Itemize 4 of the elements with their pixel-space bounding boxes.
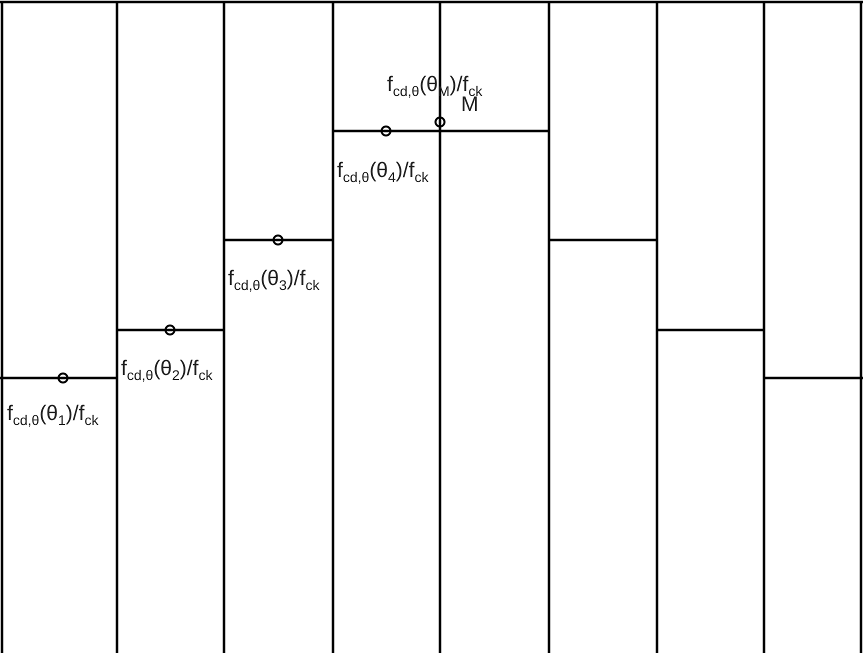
value-label: f$_{cd,θ}$(θ$_{1}$)/f$_{ck}$ xyxy=(7,403,98,428)
value-label: f$_{cd,θ}$(θ$_{2}$)/f$_{ck}$ xyxy=(121,358,212,382)
value-label: f$_{cd,θ}$(θ$_{3}$)/f$_{ck}$ xyxy=(228,268,320,292)
value-label: f$_{cd,θ}$(θ$_{4}$)/f$_{ck}$ xyxy=(337,160,428,184)
